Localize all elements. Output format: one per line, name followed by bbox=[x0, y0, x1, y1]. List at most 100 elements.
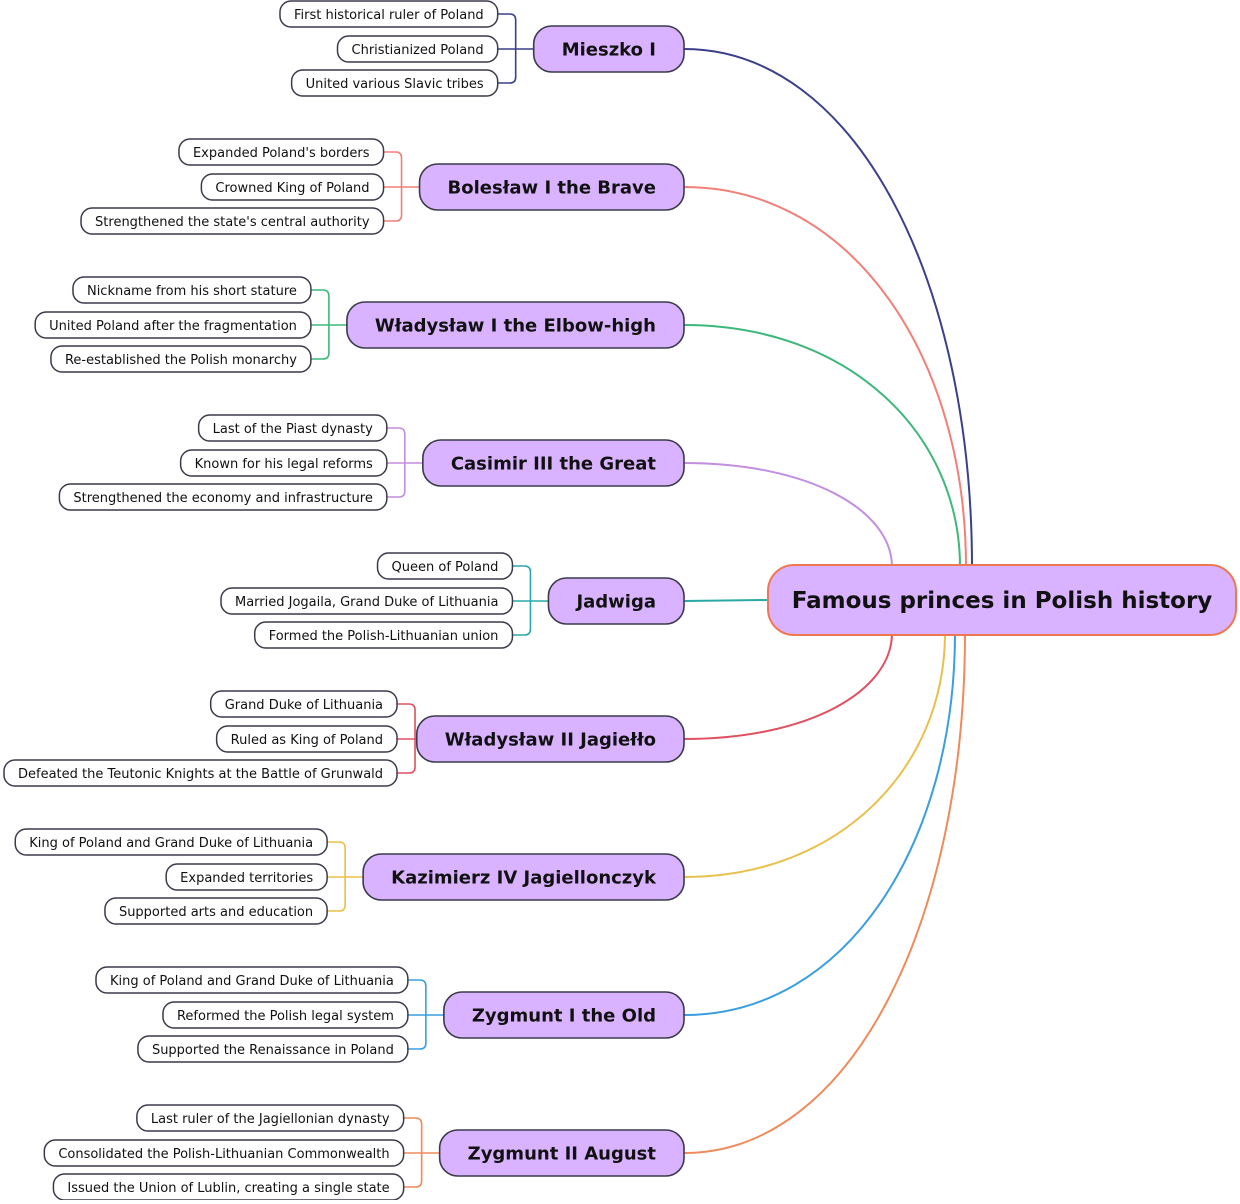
detail-topic[interactable]: Reformed the Polish legal system bbox=[162, 1001, 409, 1029]
detail-topic[interactable]: First historical ruler of Poland bbox=[279, 0, 499, 28]
connector-layer bbox=[310, 13, 973, 1188]
detail-topic[interactable]: Grand Duke of Lithuania bbox=[209, 690, 398, 718]
detail-topic-box bbox=[50, 345, 312, 373]
detail-topic[interactable]: United Poland after the fragmentation bbox=[34, 311, 312, 339]
branch-topic-label: Władysław II Jagiełło bbox=[445, 730, 656, 751]
detail-topic-label: First historical ruler of Poland bbox=[294, 8, 484, 23]
detail-topic[interactable]: Re-established the Polish monarchy bbox=[50, 345, 312, 373]
node-layer: Famous princes in Polish history Mieszko … bbox=[3, 0, 1237, 1201]
detail-topic-box bbox=[336, 35, 499, 63]
branch-topic[interactable]: Zygmunt II August bbox=[438, 1129, 685, 1177]
detail-topic[interactable]: Last of the Piast dynasty bbox=[197, 414, 388, 442]
branch-topic-label: Bolesław I the Brave bbox=[448, 178, 656, 199]
detail-topic[interactable]: Last ruler of the Jagiellonian dynasty bbox=[136, 1104, 405, 1132]
connector-root-branch bbox=[683, 632, 956, 1016]
branch-topic[interactable]: Bolesław I the Brave bbox=[418, 163, 685, 211]
branch-topic-box bbox=[443, 991, 685, 1039]
branch-topic-label: Jadwiga bbox=[574, 592, 656, 613]
detail-topic[interactable]: Defeated the Teutonic Knights at the Bat… bbox=[3, 759, 398, 787]
branch-topic-label: Zygmunt I the Old bbox=[472, 1006, 656, 1027]
detail-topic-box bbox=[104, 897, 328, 925]
connector-root-branch bbox=[683, 462, 893, 568]
detail-topic-box bbox=[200, 173, 385, 201]
detail-topic-label: Supported arts and education bbox=[119, 905, 313, 920]
detail-topic-label: Nickname from his short stature bbox=[87, 284, 297, 299]
detail-topic-box bbox=[137, 1035, 409, 1063]
detail-topic-box bbox=[215, 725, 398, 753]
detail-topic-box bbox=[279, 0, 499, 28]
branch-topic[interactable]: Władysław I the Elbow-high bbox=[346, 301, 685, 349]
connector-root-branch bbox=[683, 186, 967, 568]
detail-topic-label: Consolidated the Polish-Lithuanian Commo… bbox=[58, 1147, 389, 1162]
detail-topic-box bbox=[80, 207, 385, 235]
connector-root-branch bbox=[683, 632, 966, 1154]
detail-topic-label: Formed the Polish-Lithuanian union bbox=[269, 629, 499, 644]
detail-topic[interactable]: Expanded territories bbox=[165, 863, 328, 891]
detail-topic[interactable]: Crowned King of Poland bbox=[200, 173, 385, 201]
detail-topic-box bbox=[179, 449, 388, 477]
detail-topic[interactable]: Consolidated the Polish-Lithuanian Commo… bbox=[43, 1139, 405, 1167]
detail-topic-label: Strengthened the economy and infrastruct… bbox=[73, 491, 372, 506]
detail-topic[interactable]: King of Poland and Grand Duke of Lithuan… bbox=[14, 828, 328, 856]
branch-topic-box bbox=[532, 25, 685, 73]
detail-topic[interactable]: Expanded Poland's borders bbox=[178, 138, 385, 166]
detail-topic-label: Last of the Piast dynasty bbox=[213, 422, 373, 437]
detail-topic-box bbox=[178, 138, 385, 166]
branch-topic-label: Kazimierz IV Jagiellonczyk bbox=[391, 868, 657, 889]
detail-topic[interactable]: Christianized Poland bbox=[336, 35, 499, 63]
detail-topic-label: Married Jogaila, Grand Duke of Lithuania bbox=[235, 595, 498, 610]
detail-topic[interactable]: King of Poland and Grand Duke of Lithuan… bbox=[95, 966, 409, 994]
detail-topic-label: Defeated the Teutonic Knights at the Bat… bbox=[18, 767, 383, 782]
branch-topic[interactable]: Casimir III the Great bbox=[422, 439, 685, 487]
detail-topic-label: Ruled as King of Poland bbox=[231, 733, 383, 748]
detail-topic-label: Expanded territories bbox=[180, 871, 313, 886]
detail-topic-label: Supported the Renaissance in Poland bbox=[152, 1043, 394, 1058]
detail-topic-box bbox=[34, 311, 312, 339]
branch-topic-label: Casimir III the Great bbox=[451, 454, 657, 475]
detail-topic[interactable]: Known for his legal reforms bbox=[179, 449, 388, 477]
root-topic[interactable]: Famous princes in Polish history bbox=[767, 564, 1237, 636]
detail-topic-label: Last ruler of the Jagiellonian dynasty bbox=[151, 1112, 390, 1127]
branch-topic[interactable]: Zygmunt I the Old bbox=[443, 991, 685, 1039]
branch-topic[interactable]: Kazimierz IV Jagiellonczyk bbox=[362, 853, 685, 901]
detail-topic[interactable]: Nickname from his short stature bbox=[72, 276, 312, 304]
detail-topic[interactable]: Strengthened the state's central authori… bbox=[80, 207, 385, 235]
branch-topic-box bbox=[547, 577, 685, 625]
detail-topic-box bbox=[162, 1001, 409, 1029]
detail-topic-label: Crowned King of Poland bbox=[215, 181, 369, 196]
branch-topic[interactable]: Mieszko I bbox=[532, 25, 685, 73]
detail-topic-label: Queen of Poland bbox=[392, 560, 499, 575]
detail-topic[interactable]: Issued the Union of Lublin, creating a s… bbox=[52, 1173, 405, 1201]
branch-topic[interactable]: Władysław II Jagiełło bbox=[415, 715, 685, 763]
branch-topic-box bbox=[362, 853, 685, 901]
branch-topic-label: Mieszko I bbox=[562, 40, 656, 61]
connector-root-branch bbox=[683, 632, 946, 878]
detail-topic[interactable]: United various Slavic tribes bbox=[290, 69, 499, 97]
detail-topic-label: Reformed the Polish legal system bbox=[177, 1009, 394, 1024]
detail-topic-box bbox=[72, 276, 312, 304]
detail-topic-label: Christianized Poland bbox=[352, 43, 484, 58]
detail-topic[interactable]: Queen of Poland bbox=[376, 552, 514, 580]
connector-root-branch bbox=[683, 324, 961, 568]
detail-topic-box bbox=[209, 690, 398, 718]
detail-topic-box bbox=[220, 587, 514, 615]
detail-topic-box bbox=[253, 621, 514, 649]
branch-topic[interactable]: Jadwiga bbox=[547, 577, 685, 625]
detail-topic-label: United Poland after the fragmentation bbox=[49, 319, 297, 334]
detail-topic[interactable]: Married Jogaila, Grand Duke of Lithuania bbox=[220, 587, 514, 615]
detail-topic[interactable]: Supported arts and education bbox=[104, 897, 328, 925]
detail-topic-box bbox=[58, 483, 388, 511]
detail-topic-box bbox=[95, 966, 409, 994]
detail-topic-label: Strengthened the state's central authori… bbox=[95, 215, 370, 230]
detail-topic[interactable]: Strengthened the economy and infrastruct… bbox=[58, 483, 388, 511]
branch-topic-box bbox=[418, 163, 685, 211]
detail-topic[interactable]: Ruled as King of Poland bbox=[215, 725, 398, 753]
branch-topic-label: Zygmunt II August bbox=[468, 1144, 657, 1165]
detail-topic[interactable]: Supported the Renaissance in Poland bbox=[137, 1035, 409, 1063]
branch-topic-box bbox=[422, 439, 685, 487]
detail-topic[interactable]: Formed the Polish-Lithuanian union bbox=[253, 621, 514, 649]
detail-topic-label: King of Poland and Grand Duke of Lithuan… bbox=[110, 974, 394, 989]
branch-topic-label: Władysław I the Elbow-high bbox=[375, 316, 656, 337]
